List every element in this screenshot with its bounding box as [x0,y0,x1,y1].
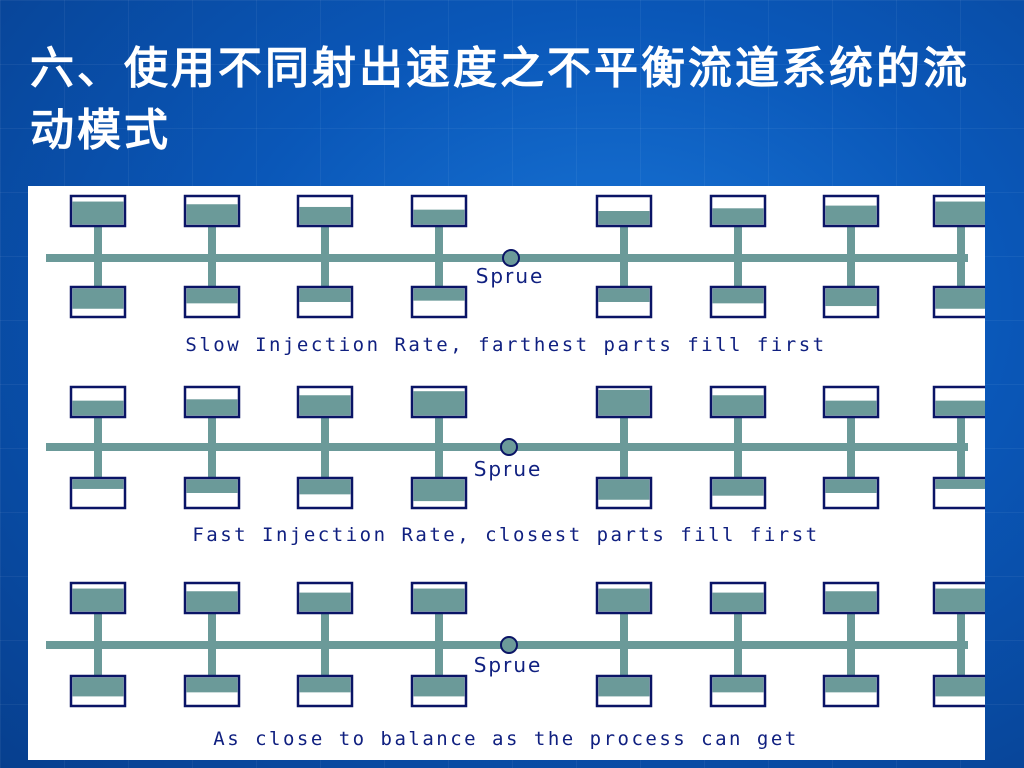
diagram-1-cavity-bottom-8-fill [935,288,985,309]
diagram-1-branch-runner-8 [957,226,965,287]
diagram-2-branch-runner-3 [321,417,329,478]
diagram-3-cavity-bottom-2-fill [186,677,238,693]
diagram-1-branch-runner-3 [321,226,329,287]
diagram-1-sprue-label: Sprue [476,264,545,288]
diagram-2-cavity-bottom-7-fill [825,479,877,493]
diagram-3-branch-runner-8 [957,613,965,676]
diagram-3-cavity-top-7-fill [825,591,877,612]
diagram-2-sprue-label: Sprue [474,457,543,481]
diagram-3-cavity-top-5-fill [598,588,650,612]
diagram-1-cavity-top-1-fill [72,201,124,225]
diagram-3-cavity-bottom-8-fill [935,677,985,697]
diagram-2-cavity-top-5-fill [598,389,650,416]
diagram-1-branch-runner-7 [847,226,855,287]
diagram-3-cavity-bottom-1-fill [72,677,124,697]
diagram-1-cavity-bottom-5-fill [598,288,650,302]
diagram-3-cavity-bottom-4-fill [413,677,465,697]
diagram-2-caption: Fast Injection Rate, closest parts fill … [192,524,819,546]
diagram-2-branch-runner-7 [847,417,855,478]
diagram-3-cavity-top-4-fill [413,588,465,612]
diagram-1-branch-runner-6 [734,226,742,287]
diagram-2-cavity-top-7-fill [825,400,877,416]
diagram-1-branch-runner-2 [208,226,216,287]
diagram-2-cavity-top-1-fill [72,400,124,416]
diagram-1-cavity-bottom-3-fill [299,288,351,302]
diagram-2-cavity-top-8-fill [935,400,985,416]
diagram-2-cavity-bottom-3-fill [299,479,351,495]
diagram-3-branch-runner-2 [208,613,216,676]
diagram-3-branch-runner-7 [847,613,855,676]
diagram-1-cavity-bottom-4-fill [413,288,465,301]
diagram-2-branch-runner-8 [957,417,965,478]
diagram-2-sprue [500,438,518,456]
diagram-2-branch-runner-1 [94,417,102,478]
diagram-1-cavity-top-7-fill [825,205,877,225]
diagram-3-cavity-top-2-fill [186,591,238,612]
diagram-2-cavity-bottom-5-fill [598,479,650,500]
diagram-1-cavity-top-3-fill [299,206,351,225]
diagram-1-cavity-bottom-7-fill [825,288,877,307]
diagram-3-cavity-bottom-7-fill [825,677,877,693]
diagram-2-branch-runner-4 [435,417,443,478]
diagram-1-cavity-top-6-fill [712,208,764,225]
diagram-2-cavity-bottom-1-fill [72,479,124,489]
diagram-3-branch-runner-6 [734,613,742,676]
diagram-2-cavity-top-2-fill [186,399,238,416]
diagram-3-cavity-bottom-6-fill [712,677,764,693]
diagram-3-branch-runner-4 [435,613,443,676]
diagram-1-cavity-top-5-fill [598,211,650,225]
diagram-2-cavity-bottom-2-fill [186,479,238,493]
diagram-3-cavity-top-3-fill [299,592,351,612]
diagram-2-cavity-top-4-fill [413,391,465,416]
diagram-3-caption: As close to balance as the process can g… [213,728,798,750]
diagram-1-cavity-top-8-fill [935,201,985,225]
diagram-2-branch-runner-5 [620,417,628,478]
diagram-3-sprue-label: Sprue [474,653,543,677]
diagram-2-cavity-top-3-fill [299,395,351,416]
diagram-1-sprue [502,249,520,267]
diagram-1-branch-runner-4 [435,226,443,287]
diagram-2-cavity-bottom-8-fill [935,479,985,489]
diagram-1-cavity-bottom-6-fill [712,288,764,304]
diagram-3-branch-runner-1 [94,613,102,676]
diagram-2-cavity-bottom-4-fill [413,479,465,502]
diagram-2-branch-runner-6 [734,417,742,478]
diagram-1-cavity-bottom-1-fill [72,288,124,309]
diagram-3-cavity-top-8-fill [935,588,985,612]
diagram-1-caption: Slow Injection Rate, farthest parts fill… [185,334,826,356]
diagram-3-branch-runner-3 [321,613,329,676]
diagram-3-branch-runner-5 [620,613,628,676]
diagram-3-sprue [500,636,518,654]
diagram-3-cavity-bottom-5-fill [598,677,650,697]
slide-title: 六、使用不同射出速度之不平衡流道系统的流动模式 [30,43,970,156]
diagram-2-cavity-top-6-fill [712,395,764,416]
diagram-2-cavity-bottom-6-fill [712,479,764,496]
diagram-1-cavity-top-2-fill [186,204,238,225]
diagram-2-branch-runner-2 [208,417,216,478]
diagram-3-cavity-bottom-3-fill [299,677,351,693]
diagram-1-cavity-top-4-fill [413,209,465,225]
diagram-1-branch-runner-5 [620,226,628,287]
diagram-3-cavity-top-1-fill [72,588,124,612]
diagram-3-cavity-top-6-fill [712,592,764,612]
diagram-1-cavity-bottom-2-fill [186,288,238,304]
diagram-1-branch-runner-1 [94,226,102,287]
